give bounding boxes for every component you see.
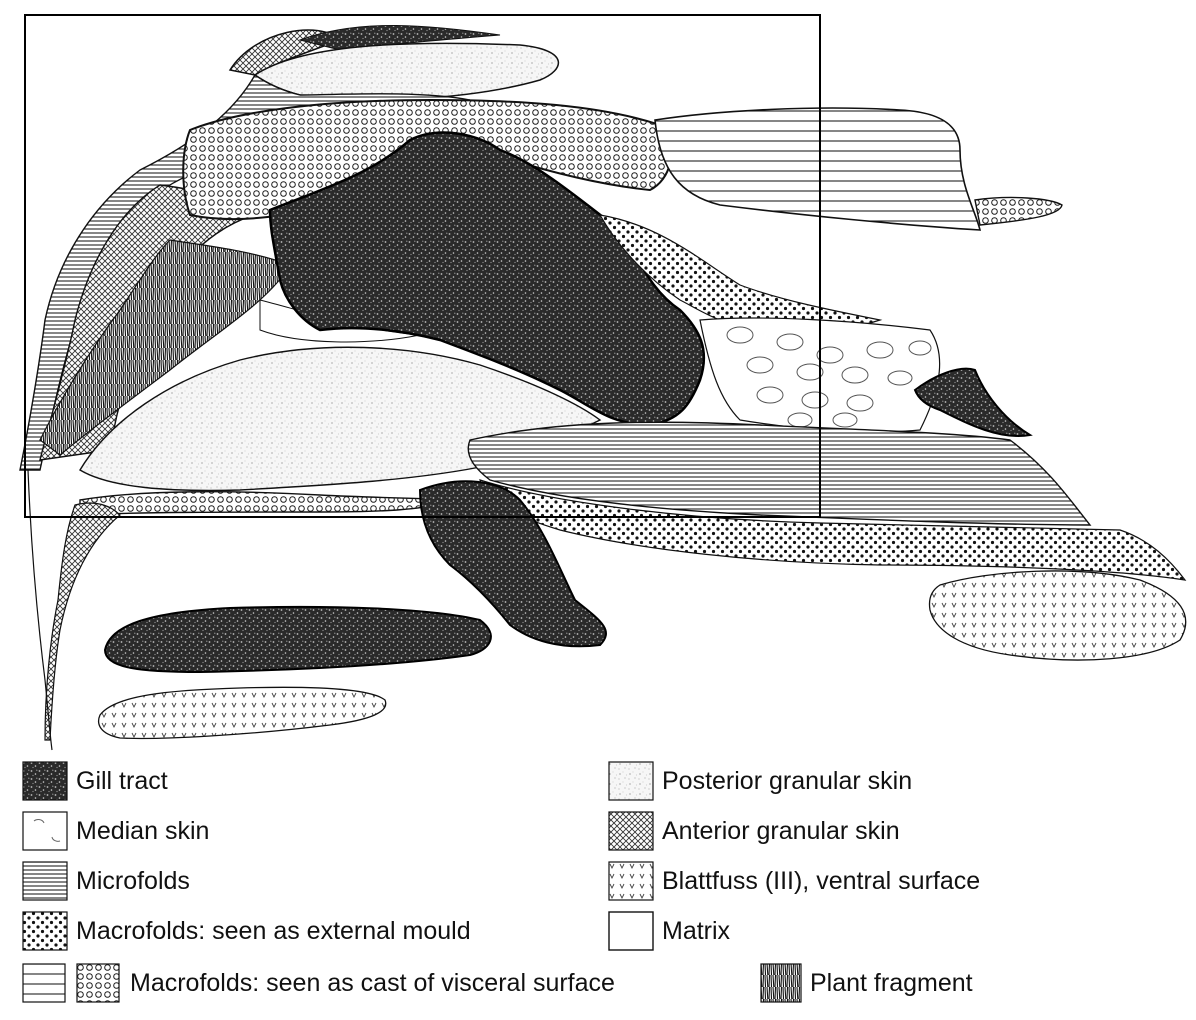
macrofolds-cast-swatch: [22, 963, 122, 1003]
microfolds-swatch: [22, 861, 68, 901]
legend-item-anterior-granular: Anterior granular skin: [608, 811, 900, 851]
legend: Gill tract Median skin Microfolds Macrof…: [0, 755, 1196, 1020]
gill-tract-swatch: [22, 761, 68, 801]
anterior-granular-edge: [45, 503, 120, 740]
legend-label-median-skin: Median skin: [76, 817, 209, 845]
blattfuss-swatch: [608, 861, 654, 901]
posterior-granular-swatch: [608, 761, 654, 801]
legend-label-macrofolds-cast: Macrofolds: seen as cast of visceral sur…: [130, 969, 615, 997]
gill-tract-lower-left: [105, 607, 491, 672]
legend-item-gill-tract: Gill tract: [22, 761, 168, 801]
legend-item-blattfuss: Blattfuss (III), ventral surface: [608, 861, 980, 901]
anterior-granular-swatch: [608, 811, 654, 851]
legend-label-plant-fragment: Plant fragment: [810, 969, 973, 997]
matrix-swatch: [608, 911, 654, 951]
legend-label-microfolds: Microfolds: [76, 867, 190, 895]
blattfuss-right: [929, 571, 1185, 660]
plant-fragment-swatch: [760, 963, 802, 1003]
legend-label-gill-tract: Gill tract: [76, 767, 168, 795]
legend-item-macrofolds-cast: Macrofolds: seen as cast of visceral sur…: [22, 963, 615, 1003]
legend-item-microfolds: Microfolds: [22, 861, 190, 901]
legend-label-blattfuss: Blattfuss (III), ventral surface: [662, 867, 980, 895]
legend-label-posterior-granular: Posterior granular skin: [662, 767, 912, 795]
legend-item-macrofolds-external: Macrofolds: seen as external mould: [22, 911, 471, 951]
legend-item-plant-fragment: Plant fragment: [760, 963, 973, 1003]
legend-item-posterior-granular: Posterior granular skin: [608, 761, 912, 801]
legend-item-matrix: Matrix: [608, 911, 730, 951]
legend-label-macrofolds-external: Macrofolds: seen as external mould: [76, 917, 471, 945]
legend-item-median-skin: Median skin: [22, 811, 209, 851]
median-skin-swatch: [22, 811, 68, 851]
legend-label-matrix: Matrix: [662, 917, 730, 945]
gill-tract-right: [915, 369, 1030, 436]
blattfuss-lower-left: [99, 687, 386, 738]
legend-label-anterior-granular: Anterior granular skin: [662, 817, 900, 845]
macrofolds-cast-lower: [80, 492, 450, 515]
macrofolds-cast-tail: [975, 198, 1062, 225]
fossil-diagram: [0, 0, 1196, 760]
microfolds-upper-right: [655, 108, 980, 230]
macrofolds-external-swatch: [22, 911, 68, 951]
